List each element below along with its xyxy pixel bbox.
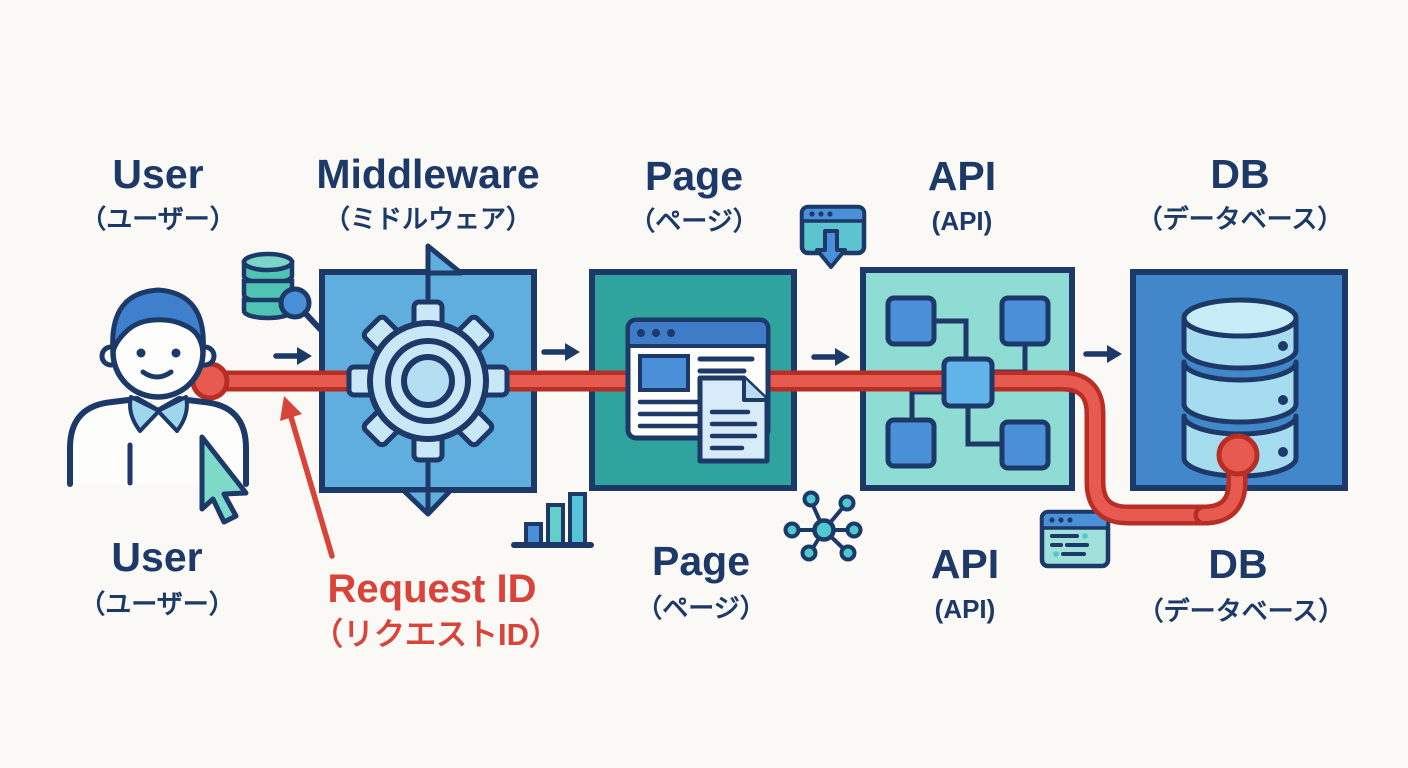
database-cylinder-icon [1181,297,1299,479]
stage-page-top-label-jp: （ページ） [629,206,758,236]
trace-end-point [1216,433,1260,477]
document-icon [697,375,770,464]
stage-api-bottom-label: API [931,541,999,587]
stage-middleware-top-label: Middleware [316,151,539,197]
stage-user-top-label: User [112,151,203,197]
stage-user-top-label-jp: （ユーザー） [80,204,235,234]
stage-page-top-label: Page [645,153,743,199]
stage-user-bottom-label: User [111,534,202,580]
cursor-arrow-icon [199,434,249,525]
request-id-pointer-arrow [280,396,335,559]
terminal-window-icon [1039,509,1111,569]
flow-arrow-4 [1083,345,1122,363]
request-id-line-endpoints [190,361,1260,526]
stage-middleware-top-label-jp: （ミドルウェア） [324,204,532,234]
top-labels: User （ユーザー） Middleware （ミドルウェア） Page （ペー… [80,151,1343,236]
stage-db-bottom-label: DB [1208,541,1267,587]
database-search-icon [241,251,323,332]
stage-db-top-label-jp: （データベース） [1137,204,1344,234]
flow-arrow-1 [273,347,312,365]
bottom-labels: User （ユーザー） Request ID （リクエストID） Page （ペ… [79,534,1344,652]
stage-api-top-label: API [928,153,996,199]
bar-chart-icon [511,492,594,548]
stage-page-bottom-label: Page [652,538,750,584]
stage-api-top-label-jp: (API) [932,206,993,236]
stage-api-bottom-label-jp: (API) [935,594,996,624]
stage-user-bottom-label-jp: （ユーザー） [79,589,234,619]
stage-db-bottom-label-jp: （データベース） [1138,596,1345,626]
network-nodes-icon [885,295,1051,471]
browser-download-icon [799,204,867,269]
flow-arrow-2 [541,343,580,361]
request-id-label-jp: （リクエストID） [312,617,560,652]
person-icon [67,287,249,487]
request-id-label: Request ID [328,567,537,611]
stage-page-bottom-label-jp: （ページ） [636,593,765,623]
flow-arrow-3 [811,348,850,366]
network-hub-icon [783,490,863,562]
stage-db-top-label: DB [1210,151,1269,197]
gear-icon [346,299,510,463]
